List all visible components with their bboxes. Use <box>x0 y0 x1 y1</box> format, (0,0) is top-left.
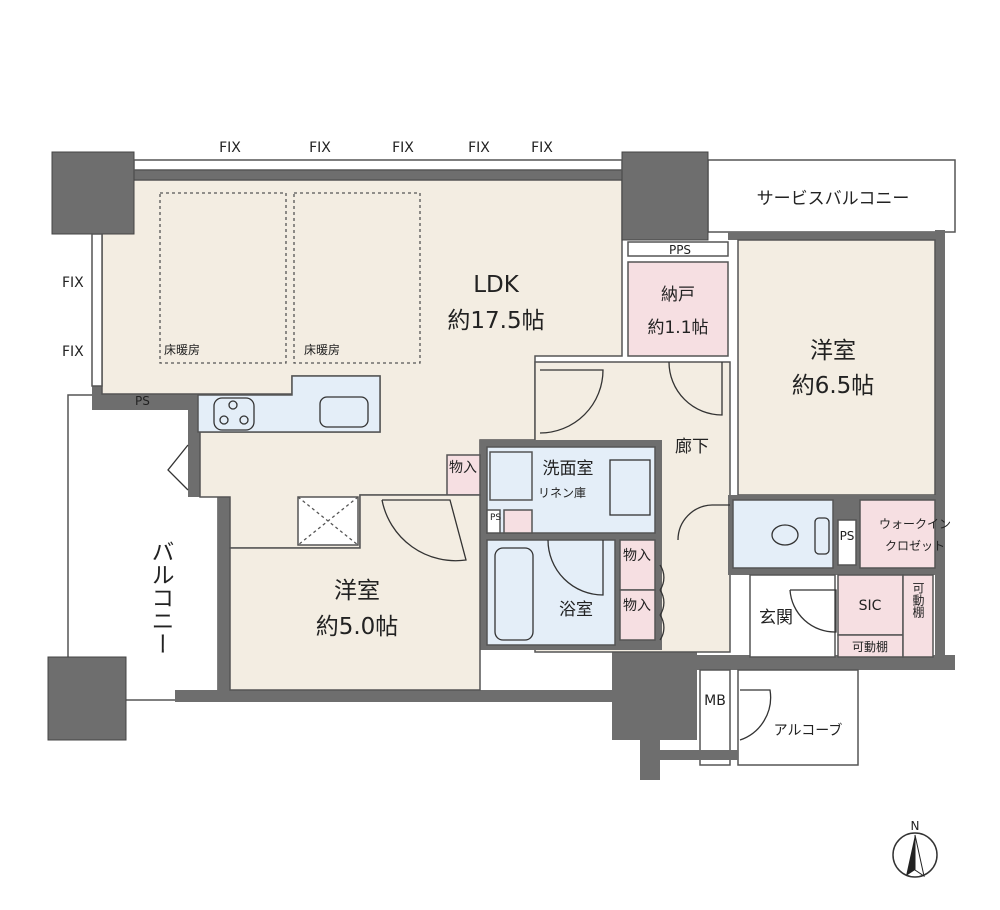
svg-text:FIX: FIX <box>392 140 414 156</box>
north-compass: N <box>892 819 938 878</box>
svg-text:物入: 物入 <box>623 598 651 614</box>
wall <box>188 385 200 495</box>
walk-in-closet <box>859 499 936 569</box>
floor-heating-label: 床暖房 <box>164 342 200 357</box>
column <box>621 151 709 241</box>
wic-label-1: ウォークイン <box>879 517 951 531</box>
svg-text:FIX: FIX <box>468 140 490 156</box>
svg-text:MB: MB <box>704 693 726 709</box>
pps-label: PPS <box>669 243 691 257</box>
stove-icon <box>213 397 255 431</box>
wall <box>218 485 230 700</box>
column <box>47 656 127 741</box>
svg-text:可動棚: 可動棚 <box>852 639 888 654</box>
svg-text:物入: 物入 <box>623 548 651 564</box>
movable-shelf <box>902 574 934 658</box>
vanity <box>609 459 651 516</box>
service-balcony-label: サービスバルコニー <box>757 189 910 209</box>
wall <box>92 170 627 180</box>
western-room-6-5 <box>737 239 936 496</box>
svg-text:FIX: FIX <box>62 344 84 360</box>
toilet-icon <box>771 524 799 546</box>
ldk-size: 約17.5帖 <box>447 308 544 334</box>
sink-icon <box>319 396 369 428</box>
wall <box>640 735 660 780</box>
ps-label: PS <box>135 394 150 408</box>
closet <box>619 589 656 641</box>
entrance-label: 玄関 <box>759 608 793 628</box>
washroom-label: 洗面室 <box>543 459 594 479</box>
pps-shaft <box>627 241 729 257</box>
window-top <box>133 159 623 171</box>
western-room-2-size: 約5.0帖 <box>316 614 399 640</box>
washing-machine-space <box>489 451 533 501</box>
ps-label: PS <box>490 513 501 523</box>
wall <box>175 690 620 702</box>
wall <box>612 645 697 740</box>
nando-size: 約1.1帖 <box>647 318 708 338</box>
north-label: N <box>911 819 920 833</box>
wall <box>697 655 955 670</box>
closet <box>619 539 656 591</box>
entrance <box>749 574 836 658</box>
svg-text:PS: PS <box>840 529 855 543</box>
bathroom-label: 浴室 <box>559 600 593 620</box>
nando-name: 納戸 <box>661 285 695 305</box>
door-swing <box>539 369 604 434</box>
door-swing <box>547 539 604 596</box>
wall <box>935 230 945 670</box>
svg-text:FIX: FIX <box>62 275 84 291</box>
sic-label: SIC <box>859 598 882 614</box>
svg-text:FIX: FIX <box>309 140 331 156</box>
linen-closet <box>503 509 533 534</box>
svg-text:FIX: FIX <box>531 140 553 156</box>
fix-labels: FIX FIX FIX FIX FIX FIX FIX <box>62 140 553 360</box>
western-room-1-name: 洋室 <box>810 338 856 364</box>
sic <box>837 574 904 636</box>
floor-heating-area <box>159 192 287 364</box>
closet <box>446 454 481 496</box>
service-balcony <box>707 159 956 233</box>
floor-heating-area <box>293 192 421 364</box>
alcove <box>737 669 859 766</box>
floor-heating-label: 床暖房 <box>304 342 340 357</box>
corridor-label: 廊下 <box>675 437 709 457</box>
door-swing <box>668 361 723 416</box>
western-room-1-size: 約6.5帖 <box>792 373 875 399</box>
western-room-5-0 <box>229 494 481 691</box>
bathroom <box>486 539 616 646</box>
meter-box <box>699 669 731 766</box>
western-room-2-name: 洋室 <box>334 578 380 604</box>
bathtub <box>494 547 534 641</box>
toilet-room <box>732 499 834 569</box>
linen-label: リネン庫 <box>538 486 586 500</box>
wall <box>728 232 945 240</box>
nando-room <box>627 261 729 357</box>
balcony-label: バルコニー <box>147 540 174 655</box>
ldk-name: LDK <box>473 272 520 298</box>
wic-label-2: クロゼット <box>885 539 945 553</box>
svg-text:可動棚: 可動棚 <box>911 582 925 619</box>
alcove-label: アルコーブ <box>774 722 843 739</box>
column <box>51 151 135 235</box>
svg-text:FIX: FIX <box>219 140 241 156</box>
svg-text:物入: 物入 <box>449 460 477 476</box>
window-left <box>91 233 103 387</box>
kitchen-counter <box>197 375 381 433</box>
